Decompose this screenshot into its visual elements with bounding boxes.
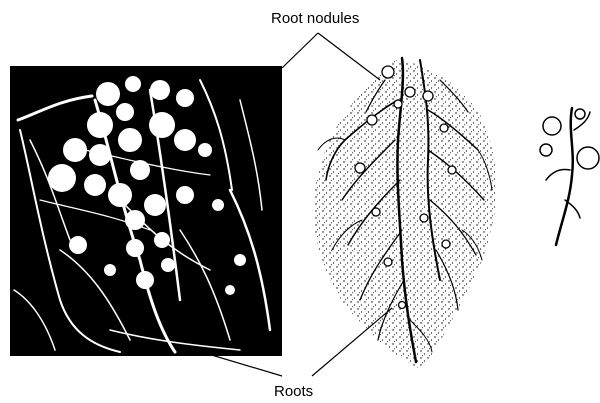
nodule-photograph [10,66,282,356]
root-nodules-label: Root nodules [271,10,359,27]
soil-stipple [314,60,497,368]
nodulated-root-closeup [540,108,599,245]
root-system-drawing [314,58,497,368]
nodules-leader-photo [282,33,318,68]
roots-label: Roots [274,383,313,400]
nodules-leader-drawing [318,33,380,80]
